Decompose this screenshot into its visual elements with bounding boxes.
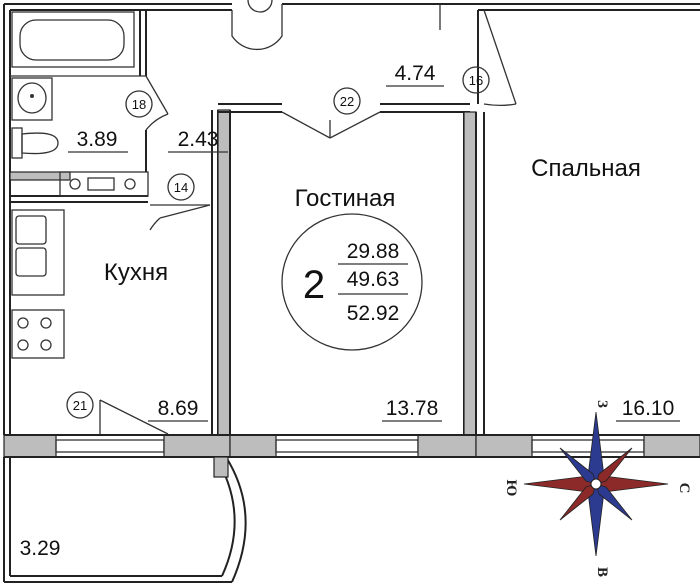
area-hall: 2.43 <box>178 128 219 151</box>
door-number-kitchen: 21 <box>66 391 94 419</box>
door-number-bedroom: 16 <box>462 66 490 94</box>
area-living: 13.78 <box>386 397 439 420</box>
hall-door <box>149 204 211 231</box>
area-balcony: 3.29 <box>20 537 61 560</box>
svg-text:14: 14 <box>174 180 188 195</box>
interior-walls <box>211 0 517 436</box>
door-number-hall: 14 <box>167 173 195 201</box>
room-label-kitchen: Кухня <box>104 259 168 286</box>
bathroom-block <box>9 10 169 203</box>
door-number-living: 22 <box>333 87 361 115</box>
svg-text:21: 21 <box>73 398 87 413</box>
door-number-bath: 18 <box>125 90 153 118</box>
compass-north: В <box>594 567 610 577</box>
area-bathroom: 3.89 <box>77 128 118 151</box>
compass-west: З <box>594 400 610 408</box>
total-area: 49.63 <box>347 268 400 291</box>
room-label-living: Гостиная <box>295 185 396 212</box>
bottom-wall <box>3 434 700 458</box>
svg-text:16: 16 <box>469 73 483 88</box>
total-with-balcony: 52.92 <box>347 302 400 325</box>
svg-text:22: 22 <box>340 94 354 109</box>
balcony <box>3 456 247 583</box>
svg-text:18: 18 <box>132 97 146 112</box>
kitchen-appliances <box>11 209 169 435</box>
room-label-bedroom: Спальная <box>531 155 641 182</box>
area-summary: 2 29.88 49.63 52.92 <box>281 213 423 351</box>
compass-south: Ю <box>503 480 519 497</box>
area-corridor: 4.74 <box>395 62 436 85</box>
outer-walls <box>3 3 700 435</box>
area-kitchen: 8.69 <box>158 397 199 420</box>
compass-rose-icon <box>523 411 669 557</box>
compass-east: С <box>676 483 692 494</box>
rooms-count: 2 <box>303 263 325 307</box>
living-area: 29.88 <box>347 240 400 263</box>
area-bedroom: 16.10 <box>622 397 675 420</box>
